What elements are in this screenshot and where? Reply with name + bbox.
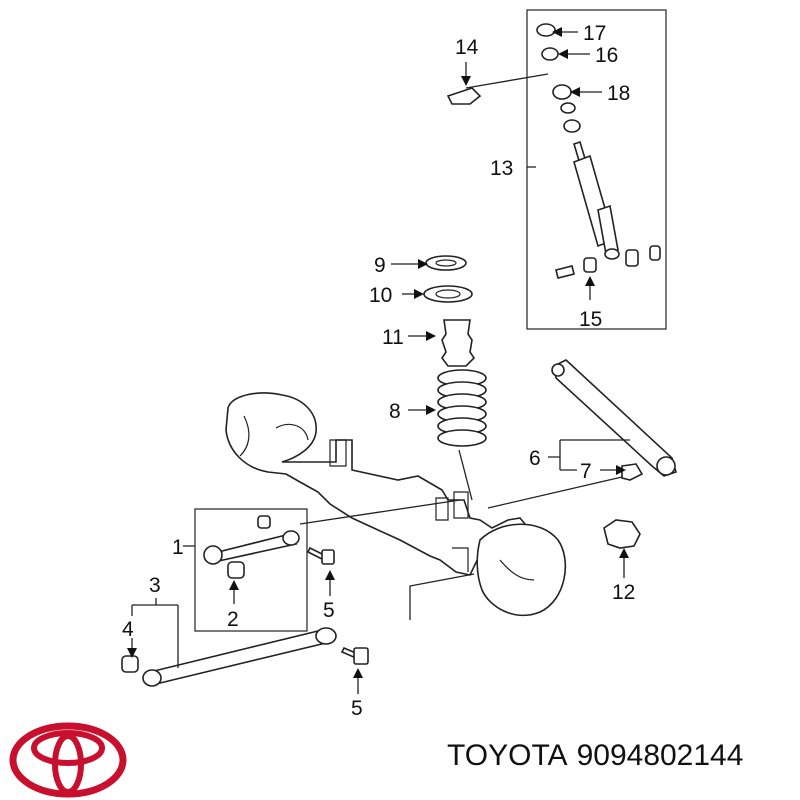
shock-group-box [526,9,667,330]
callout-labels: 1 2 3 4 5 5 6 7 8 9 10 11 12 13 14 15 16… [122,22,635,720]
callout-10: 10 [369,284,392,307]
upper-control-arm [203,515,300,565]
callout-5-lower: 5 [351,697,363,720]
callout-arrows [127,27,629,694]
part-number: 9094802144 [576,739,744,772]
lateral-rod-bushing [621,463,644,481]
bolt-upper [306,546,335,565]
leader-lines [131,73,630,668]
bolt-lower [340,646,369,665]
axle-housing [225,392,566,617]
shock-absorber [536,23,661,279]
callout-18: 18 [607,82,630,105]
coil-spring [437,369,487,447]
callout-12: 12 [612,581,635,604]
lower-arm-bushing [121,655,139,673]
callout-8: 8 [389,400,401,423]
callout-17: 17 [583,22,606,45]
control-arm-group-box [194,508,308,632]
callout-14: 14 [455,36,479,59]
bump-stopper [441,319,476,367]
spring-insulator-lower [423,285,473,303]
toyota-logo-icon [9,722,127,798]
callout-16: 16 [595,44,618,67]
callout-5-upper: 5 [323,599,335,622]
spring-insulator-upper [425,255,467,271]
lower-control-arm [142,627,337,687]
callout-2: 2 [227,608,239,631]
callout-13: 13 [490,157,513,180]
shock-upper-mount [446,87,482,105]
callout-3: 3 [149,574,161,597]
callout-9: 9 [374,254,386,277]
callout-1: 1 [172,536,184,559]
callout-15: 15 [579,308,602,331]
callout-7: 7 [580,460,592,483]
lateral-rod [551,359,677,477]
callout-6: 6 [529,447,541,470]
callout-11: 11 [382,326,404,349]
control-arm-bushing [227,561,245,579]
lateral-rod-bracket [603,519,641,549]
brand-name: TOYOTA [447,739,568,772]
callout-4: 4 [122,618,134,641]
